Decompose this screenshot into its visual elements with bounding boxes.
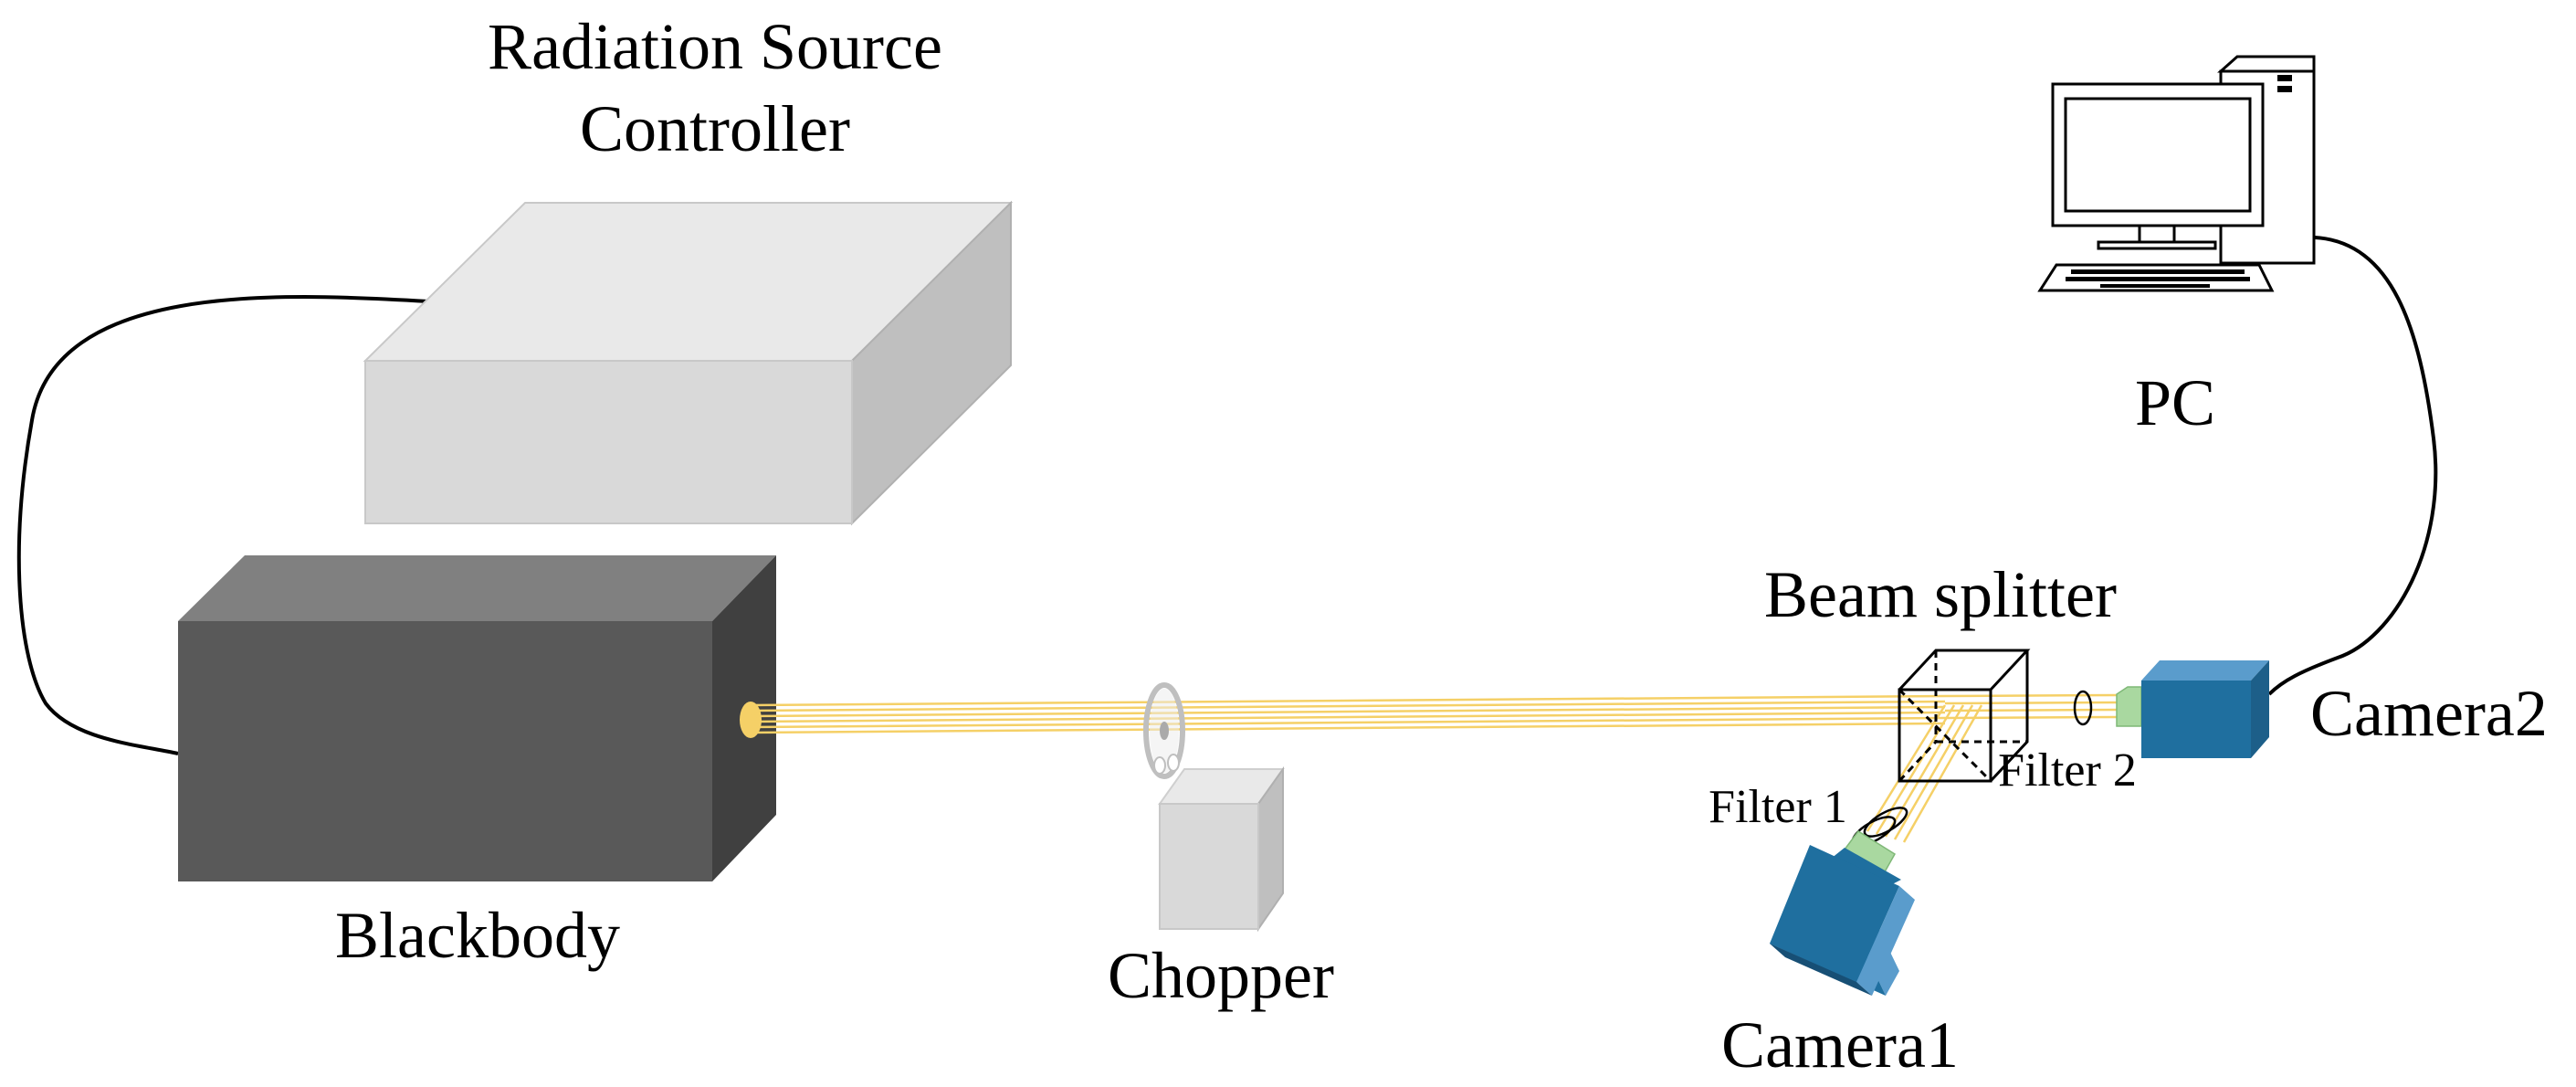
pc-camera2-cable [2267,236,2438,696]
controller-label-line2: Controller [580,92,850,165]
desktop-computer-icon [2037,55,2316,292]
pc-tower-top [2217,55,2316,73]
blackbody [178,555,776,881]
controller-label-line1: Radiation Source [488,10,942,83]
controller-front-face [364,360,853,524]
camera2 [2141,660,2269,758]
camera1-body-top [1770,944,1872,996]
chopper-wheel-icon [1143,682,1185,779]
beam-splitter-label: Beam splitter [1764,558,2117,631]
filter1-label: Filter 1 [1709,781,1847,833]
filter2-element [2116,686,2142,727]
camera2-label: Camera2 [2310,677,2548,750]
chopper [1143,682,1285,933]
camera1-body [1770,845,1899,982]
cube-splitter-icon [1898,649,2031,783]
camera1-body-side [1856,886,1915,996]
controller-blackbody-cable [16,295,430,755]
chopper-label: Chopper [1108,939,1334,1012]
pc-stand-base [2097,240,2217,250]
beam-to-camera1 [1866,704,1983,843]
camera1 [1770,845,1915,996]
camera1-label: Camera1 [1721,1008,1959,1082]
pc-keyboard-keys [2066,269,2250,288]
chopper-body [1159,803,1259,930]
blackbody-label: Blackbody [335,899,620,972]
blackbody-front-face [178,621,712,881]
pc-label: PC [2135,366,2215,439]
camera2-front-face [2141,681,2251,758]
camera2-side-face [2251,660,2269,758]
main-beam [750,694,1946,734]
filter2-label: Filter 2 [1998,744,2137,797]
camera2-top-face [2141,660,2269,681]
radiation-source-controller [363,200,1014,526]
blackbody-top-face [178,555,776,621]
pc-screen [2064,97,2252,213]
filter2-lens [2073,690,2093,726]
